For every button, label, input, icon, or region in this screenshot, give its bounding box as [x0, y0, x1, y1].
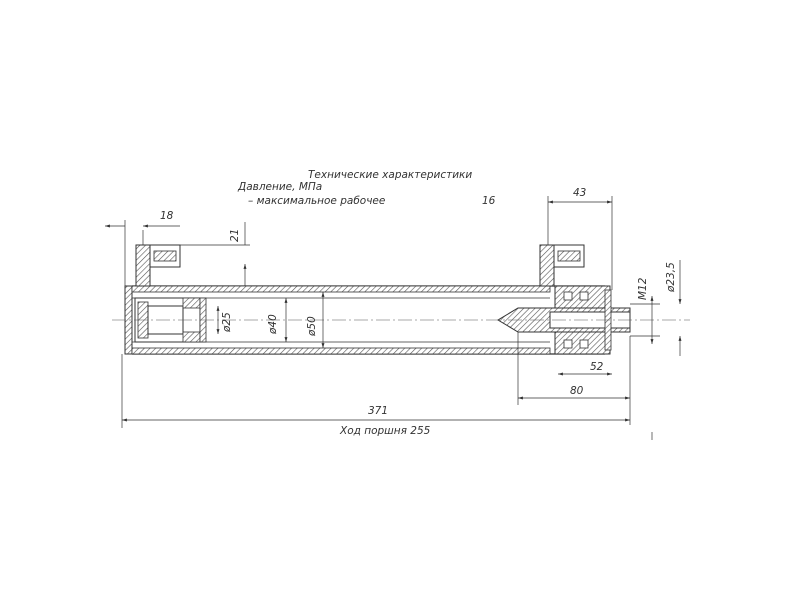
- dim-stroke: Ход поршня 255: [339, 425, 431, 437]
- dimension-labels: 18 21 43 ø25 ø40 ø50 M12 ø23,5 52 80 371…: [160, 187, 677, 437]
- dim-371: 371: [368, 405, 388, 417]
- spec-title: Технические характеристики: [308, 169, 472, 181]
- dimension-lines: [105, 196, 682, 440]
- dim-80: 80: [570, 385, 584, 397]
- spec-max-working-value: 16: [482, 195, 496, 207]
- dim-thread-m12: M12: [637, 277, 649, 300]
- left-port-fitting: [135, 230, 181, 287]
- spec-max-working-label: – максимальное рабочее: [248, 195, 385, 207]
- specifications: Технические характеристики Давление, МПа…: [237, 169, 496, 207]
- gland: [554, 285, 612, 355]
- spec-pressure-label: Давление, МПа: [237, 181, 322, 193]
- dim-52: 52: [590, 361, 604, 373]
- dim-43: 43: [573, 187, 586, 199]
- cylinder-assembly: [112, 230, 690, 355]
- right-port-fitting: [539, 244, 585, 287]
- dim-18: 18: [160, 210, 174, 222]
- dim-bore-25: ø25: [221, 312, 233, 333]
- dim-bore-40: ø40: [267, 314, 279, 335]
- dim-rod-dia: ø23,5: [665, 262, 677, 293]
- dim-21: 21: [229, 229, 241, 242]
- dim-bore-50: ø50: [306, 316, 318, 337]
